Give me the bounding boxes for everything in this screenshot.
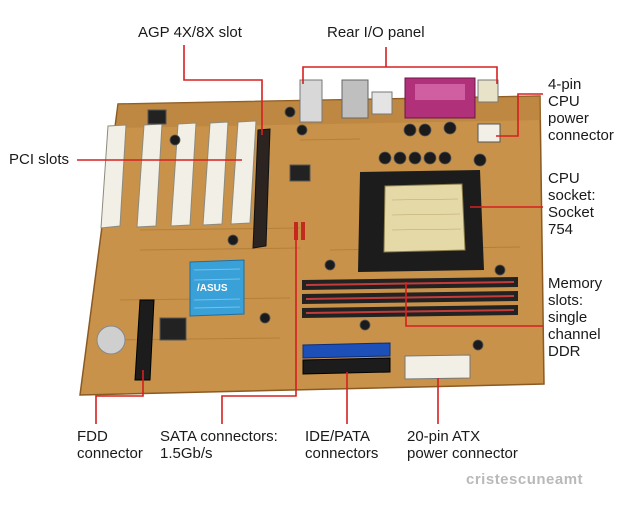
- label-cpu-power-line-4: connector: [548, 127, 614, 144]
- label-sata-connectors: SATA connectors: 1.5Gb/s: [160, 428, 278, 462]
- pci-slots: [100, 120, 257, 229]
- label-cpu-socket: CPU socket: Socket 754: [548, 170, 596, 238]
- label-memory-line-4: channel: [548, 326, 601, 343]
- label-memory-slots: Memory slots: single channel DDR: [548, 275, 602, 360]
- leader-lines: [77, 45, 543, 424]
- leader-fdd: [95, 370, 144, 424]
- label-memory-line-1: Memory: [548, 275, 603, 292]
- label-cpu-socket-line-2: socket:: [548, 187, 596, 204]
- misc-chips: [147, 109, 311, 341]
- label-rear-io-panel: Rear I/O panel: [327, 24, 425, 41]
- label-pci-slots: PCI slots: [9, 151, 70, 168]
- fdd-connector: [134, 299, 155, 381]
- label-agp-slot: AGP 4X/8X slot: [138, 24, 242, 41]
- label-cpu-power-line-1: 4-pin: [548, 76, 582, 93]
- sata-connectors: [294, 222, 305, 240]
- label-ide-line-1: IDE/PATA: [305, 428, 371, 445]
- ide-pata-connectors: [302, 342, 391, 375]
- label-sata-line-2: 1.5Gb/s: [160, 445, 213, 462]
- leader-rear-io: [302, 66, 498, 84]
- label-ide-line-2: connectors: [305, 445, 379, 462]
- label-fdd-line-2: connector: [77, 445, 143, 462]
- cpu-power-4pin-connector: [477, 123, 501, 143]
- label-cpu-power-line-2: CPU: [548, 93, 580, 110]
- label-memory-line-2: slots:: [548, 292, 584, 309]
- label-fdd-line-1: FDD: [77, 428, 108, 445]
- label-atx-connector: 20-pin ATX power connector: [407, 428, 518, 462]
- label-sata-line-1: SATA connectors:: [160, 428, 278, 445]
- agp-slot: [252, 128, 271, 249]
- leader-cpu-power: [496, 93, 543, 137]
- heatsink-logo: /ASUS: [197, 283, 228, 294]
- label-memory-line-5: DDR: [548, 343, 581, 360]
- cpu-socket-754: [358, 170, 484, 272]
- label-cpu-power-line-3: power: [548, 110, 589, 127]
- label-cpu-power-connector: 4-pin CPU power connector: [548, 76, 614, 144]
- label-atx-line-1: 20-pin ATX: [407, 428, 481, 445]
- leader-memory: [405, 282, 543, 327]
- label-cpu-socket-line-1: CPU: [548, 170, 580, 187]
- label-atx-line-2: power connector: [407, 445, 518, 462]
- cmos-battery: [96, 325, 126, 355]
- atx-20pin-connector: [404, 354, 471, 380]
- chipset-heatsink: /ASUS: [189, 259, 245, 317]
- label-ide-connectors: IDE/PATA connectors: [305, 428, 378, 462]
- leader-sata: [221, 232, 297, 424]
- label-cpu-socket-line-4: 754: [548, 221, 574, 238]
- label-fdd-connector: FDD connector: [77, 428, 143, 462]
- memory-dimm-slots: [302, 277, 518, 318]
- motherboard-pcb: [79, 95, 545, 396]
- watermark: cristescuneamt: [466, 471, 584, 488]
- rear-io-panel: [299, 77, 499, 123]
- leader-agp: [183, 45, 263, 135]
- capacitors: [169, 106, 506, 351]
- label-memory-line-3: single: [548, 309, 588, 326]
- label-cpu-socket-line-3: Socket: [548, 204, 594, 221]
